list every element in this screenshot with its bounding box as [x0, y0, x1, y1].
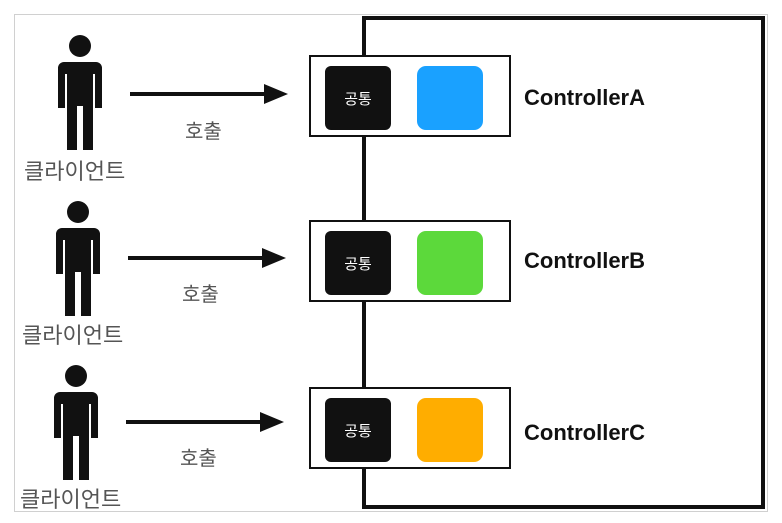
- person-icon: [46, 364, 106, 504]
- client-label: 클라이언트: [24, 160, 126, 185]
- client-label: 클라이언트: [20, 488, 122, 513]
- common-block: 공통: [325, 66, 391, 130]
- controller-color-square: [417, 398, 483, 462]
- person-icon: [50, 34, 110, 174]
- arrow-right-icon: [130, 84, 290, 104]
- client-label: 클라이언트: [22, 324, 124, 349]
- call-label: 호출: [185, 119, 222, 143]
- controller-name: ControllerA: [524, 85, 645, 110]
- arrow-right-icon: [126, 412, 286, 432]
- call-label: 호출: [180, 446, 217, 470]
- controller-box: 공통: [309, 220, 511, 302]
- controller-color-square: [417, 231, 483, 295]
- controller-name: ControllerB: [524, 248, 645, 273]
- call-label: 호출: [182, 282, 219, 306]
- controller-name: ControllerC: [524, 420, 645, 445]
- common-block: 공통: [325, 398, 391, 462]
- controller-color-square: [417, 66, 483, 130]
- diagram-frame: [14, 14, 768, 512]
- controller-box: 공통: [309, 55, 511, 137]
- arrow-right-icon: [128, 248, 288, 268]
- common-block: 공통: [325, 231, 391, 295]
- person-icon: [48, 200, 108, 340]
- controller-box: 공통: [309, 387, 511, 469]
